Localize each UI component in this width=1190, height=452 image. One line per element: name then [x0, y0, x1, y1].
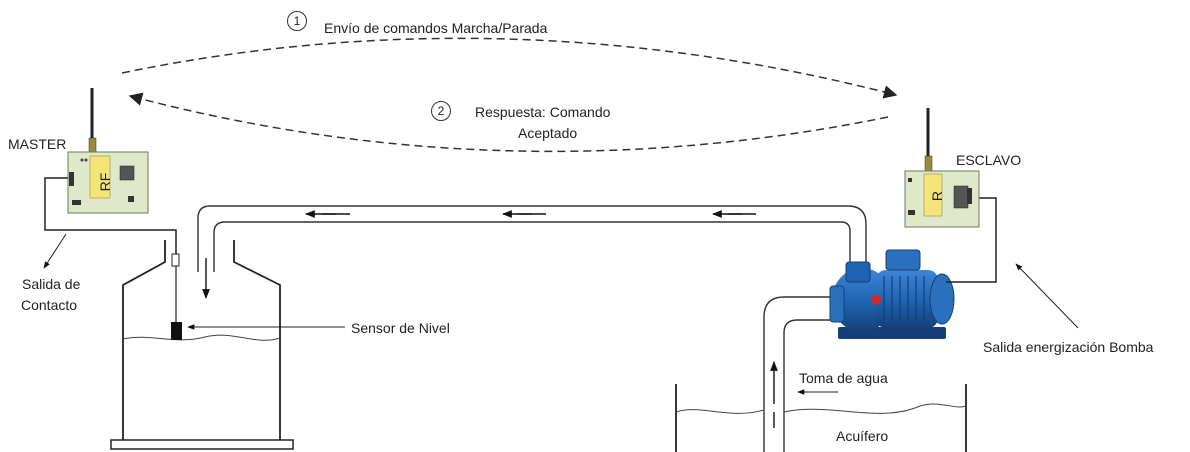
step-2-label-line1: Respuesta: Comando [475, 104, 611, 120]
pump-red-plug [871, 295, 881, 305]
aquifer-well [675, 384, 967, 452]
pump-output-label: Salida energización Bomba [983, 339, 1154, 355]
tank-water-level [122, 334, 281, 341]
master-module [67, 88, 149, 214]
command-signal-arc [121, 37, 898, 99]
water-intake-label: Toma de agua [799, 370, 888, 386]
pump-terminal-box [885, 249, 921, 271]
slave-rf-label: R [929, 191, 945, 201]
response-signal-arc [128, 92, 889, 153]
master-contact-wire [44, 177, 177, 258]
suction-pipe [763, 296, 836, 452]
contact-output-label-line2: Contacto [21, 297, 78, 313]
contact-output-label-line1: Salida de [22, 276, 81, 292]
master-rf-chip [89, 155, 111, 199]
step-2-badge: 2 [431, 101, 451, 121]
slave-label: ESCLAVO [956, 152, 1022, 168]
step-2-label-line2: Aceptado [518, 125, 578, 141]
water-tank [110, 240, 345, 450]
pump-power-wire [946, 197, 997, 283]
level-sensor-float [171, 322, 182, 340]
step-1-label: Envío de comandos Marcha/Parada [324, 20, 548, 36]
delivery-pipe [197, 205, 867, 272]
pump-motor [876, 270, 938, 328]
contact-output-pointer [43, 233, 67, 269]
master-rf-label: RF [97, 173, 113, 192]
aquifer-label: Acuífero [836, 428, 889, 444]
slave-rf-chip [923, 173, 943, 217]
water-pump [829, 249, 955, 339]
tank-base [110, 439, 294, 450]
slave-module [904, 108, 980, 228]
flow-arrows [202, 210, 756, 299]
pump-output-pointer [1015, 263, 1079, 329]
master-label: MASTER [8, 136, 67, 152]
level-sensor-label: Sensor de Nivel [351, 320, 450, 336]
step-1-badge: 1 [287, 11, 307, 31]
